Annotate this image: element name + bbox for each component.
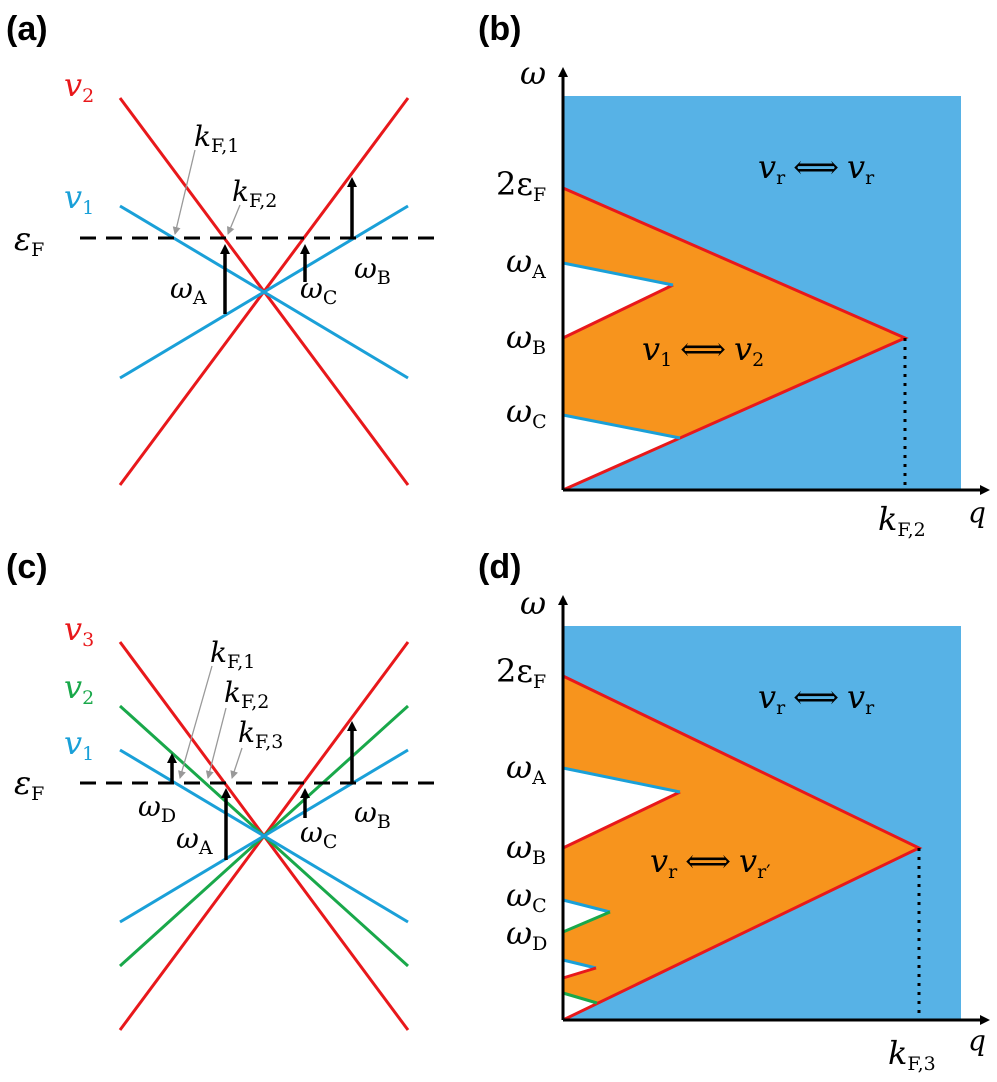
tick-2ef: 2εF [496, 652, 546, 693]
boundary-blue-a [562, 766, 681, 794]
kf3-pointer [230, 747, 243, 779]
panel-c-label: (c) [6, 548, 48, 586]
omega-b-label: ωB [354, 796, 391, 833]
tick-omega-b: ωB [506, 318, 546, 359]
panel-c: (c) v3 v2 v1 kF,1 kF,2 kF,3 εF ωD ωA ωC … [6, 548, 440, 1031]
x-axis-label: q [968, 1024, 986, 1057]
omega-b-label: ωB [354, 252, 391, 289]
band-v1-right [119, 748, 409, 924]
tick-omega-c: ωC [506, 392, 547, 433]
tick-2ef: 2εF [496, 165, 546, 206]
panel-a-label: (a) [6, 10, 48, 48]
band-label-v2: v2 [64, 668, 94, 709]
boundary-blue-upper [562, 261, 674, 287]
tick-omega-b: ωB [506, 828, 546, 869]
kf2-pointer [205, 707, 227, 779]
fermi-label: εF [14, 220, 44, 261]
kf1-label: kF,1 [210, 636, 255, 673]
interband-region [563, 676, 919, 1020]
region-label-intraband: vr⟺vr [758, 148, 875, 189]
kf1-pointer [178, 665, 213, 779]
y-axis-label: ω [520, 584, 546, 622]
y-axis-label: ω [520, 54, 546, 92]
tick-kf2: kF,2 [878, 500, 926, 541]
region-label-interband: vr⟺vr′ [650, 842, 771, 883]
panel-a: (a) v2 v1 kF,1 kF,2 εF ωA ωC ωB [6, 10, 440, 486]
tick-omega-a: ωA [506, 242, 546, 283]
kf2-pointer [226, 204, 241, 235]
kf3-label: kF,3 [238, 716, 283, 753]
region-label-intraband: vr⟺vr [758, 678, 875, 719]
gap-region-upper [563, 263, 673, 338]
gap-region-a [563, 768, 680, 848]
omega-a-label: ωA [176, 822, 213, 859]
fermi-label: εF [14, 764, 44, 805]
panel-b-label: (b) [478, 10, 521, 48]
boundary-green-c [562, 910, 611, 934]
boundary-blue-c [562, 898, 611, 914]
band-label-v1: v1 [64, 724, 94, 765]
boundary-green-e [562, 991, 598, 1005]
tick-omega-c: ωC [506, 876, 547, 917]
gap-region-d [563, 960, 596, 978]
tick-omega-a: ωA [506, 748, 546, 789]
panel-d: (d) ω q 2εF ωA ωB ωC ωD kF,3 vr⟺vr vr⟺vr… [478, 548, 990, 1075]
tick-kf3: kF,3 [888, 1034, 936, 1075]
omega-d-label: ωD [138, 790, 176, 827]
kf1-label: kF,1 [194, 120, 239, 157]
boundary-red-a [562, 790, 681, 850]
tick-omega-d: ωD [506, 914, 547, 955]
boundary-red-upper [562, 283, 674, 340]
boundary-blue-lower [562, 413, 681, 440]
omega-c-label: ωC [300, 816, 337, 853]
band-label-v3: v3 [64, 610, 94, 651]
gap-region-e [563, 993, 597, 1020]
band-v1-right [119, 204, 409, 380]
gap-region-c [563, 900, 610, 932]
interband-region [563, 188, 905, 490]
omega-c-label: ωC [300, 272, 337, 309]
region-label-interband: v1⟺v2 [642, 330, 764, 371]
kf1-pointer [172, 149, 196, 235]
boundary-blue-d [562, 958, 597, 970]
band-label-v2: v2 [64, 66, 94, 107]
x-axis-label: q [968, 496, 986, 529]
omega-a-label: ωA [170, 272, 207, 309]
panel-d-label: (d) [478, 548, 521, 586]
boundary-red-d [562, 966, 597, 980]
panel-b: (b) ω q 2εF ωA ωB ωC kF,2 vr⟺vr v1⟺v2 [478, 10, 990, 541]
kf2-label: kF,2 [224, 676, 269, 713]
band-label-v1: v1 [64, 178, 94, 219]
kf2-label: kF,2 [232, 175, 277, 212]
